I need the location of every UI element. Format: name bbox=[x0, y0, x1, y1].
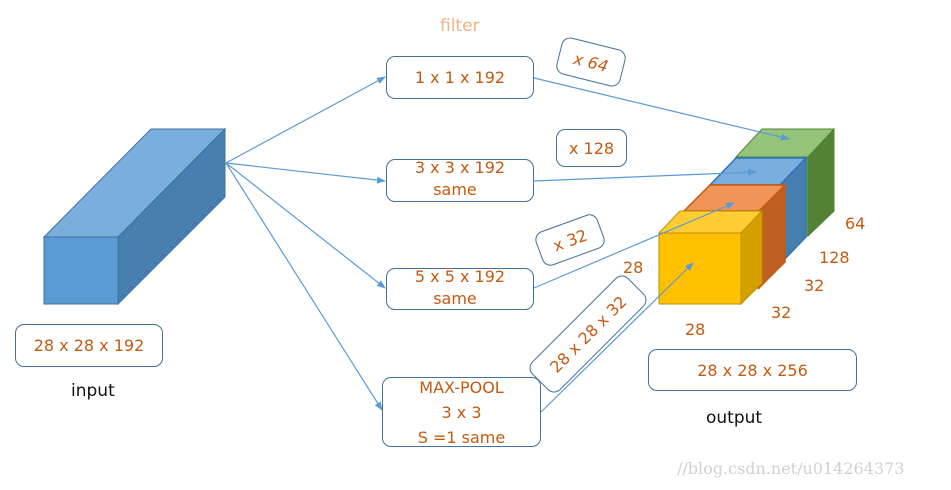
output-size-box: 28 x 28 x 256 bbox=[648, 349, 857, 391]
output-arrows bbox=[533, 77, 790, 413]
output-width-label: 28 bbox=[685, 320, 706, 339]
filter-box-3x3: 3 x 3 x 192 same bbox=[386, 158, 534, 202]
output-caption: output bbox=[706, 408, 763, 428]
arrow-3x3-to-blue bbox=[533, 168, 757, 182]
output-channels-orange-label: 32 bbox=[804, 276, 825, 295]
arrow-5x5-to-orange bbox=[533, 202, 735, 289]
multiplier-32-label: x 32 bbox=[550, 225, 590, 255]
input-caption: input bbox=[71, 381, 115, 401]
output-channels-green-label: 64 bbox=[845, 214, 866, 233]
filter-3x3-padding: same bbox=[433, 180, 477, 199]
multiplier-box-128: x 128 bbox=[556, 129, 627, 167]
filter-5x5-padding: same bbox=[433, 289, 477, 308]
maxpool-label: MAX-POOL bbox=[419, 377, 504, 397]
filter-box-5x5: 5 x 5 x 192 same bbox=[386, 267, 534, 310]
arrow-input-to-5x5 bbox=[225, 162, 386, 289]
filter-title: filter bbox=[440, 16, 480, 36]
arrow-input-to-1x1 bbox=[225, 76, 386, 164]
multiplier-128-label: x 128 bbox=[568, 138, 615, 158]
output-size-label: 28 x 28 x 256 bbox=[697, 360, 808, 380]
filter-box-1x1: 1 x 1 x 192 bbox=[386, 56, 534, 99]
filter-3x3-label: 3 x 3 x 192 bbox=[414, 158, 506, 177]
watermark: //blog.csdn.net/u014264373 bbox=[677, 459, 905, 478]
output-block-yellow bbox=[657, 209, 764, 306]
output-channels-yellow-label: 32 bbox=[771, 303, 792, 322]
input-arrows bbox=[225, 76, 386, 411]
maxpool-size: 3 x 3 bbox=[441, 402, 482, 422]
output-height-label: 28 bbox=[623, 258, 644, 277]
arrow-maxpool-to-yellow bbox=[540, 262, 694, 413]
filter-box-maxpool: MAX-POOL 3 x 3 S =1 same bbox=[382, 377, 541, 447]
arrow-input-to-maxpool bbox=[225, 162, 383, 411]
output-channels-blue-label: 128 bbox=[819, 248, 850, 267]
filter-1x1-label: 1 x 1 x 192 bbox=[414, 68, 506, 87]
multiplier-64-label: x 64 bbox=[571, 48, 611, 76]
input-volume bbox=[42, 127, 227, 306]
arrow-input-to-3x3 bbox=[225, 162, 386, 184]
maxpool-stride: S =1 same bbox=[417, 427, 506, 447]
arrow-1x1-to-green bbox=[533, 77, 790, 141]
input-size-box: 28 x 28 x 192 bbox=[15, 324, 163, 367]
input-front-face bbox=[43, 236, 119, 305]
filter-5x5-label: 5 x 5 x 192 bbox=[414, 267, 506, 286]
input-size-label: 28 x 28 x 192 bbox=[33, 336, 145, 355]
